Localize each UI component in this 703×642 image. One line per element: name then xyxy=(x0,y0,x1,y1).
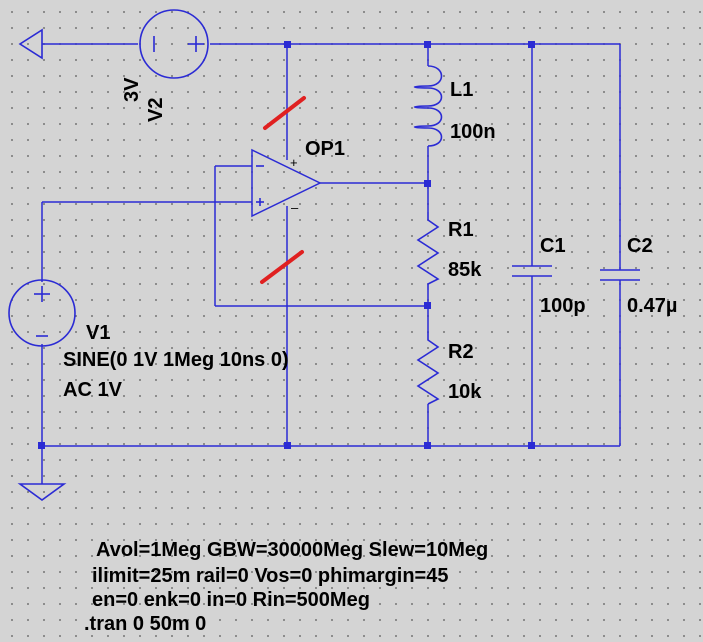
c2-capacitor[interactable] xyxy=(600,269,640,281)
c1-capacitor[interactable] xyxy=(512,265,552,277)
c2-name-label: C2 xyxy=(627,235,653,257)
c1-name-label: C1 xyxy=(540,235,566,257)
op1-opamp[interactable] xyxy=(251,148,322,218)
op1-name-label: OP1 xyxy=(305,138,345,160)
r2-value-label: 10k xyxy=(448,381,482,403)
v1-source[interactable] xyxy=(8,279,76,347)
red-marker xyxy=(263,96,306,130)
c2-value-label: 0.47µ xyxy=(627,295,677,317)
r1-name-label: R1 xyxy=(448,219,474,241)
junction-nodes xyxy=(38,41,535,449)
junction-node xyxy=(424,180,431,187)
r2-name-label: R2 xyxy=(448,341,474,363)
v1-name-label: V1 xyxy=(86,322,110,344)
r1-value-label: 85k xyxy=(448,259,482,281)
junction-node xyxy=(424,41,431,48)
junction-node xyxy=(528,41,535,48)
v1-ac-label: AC 1V xyxy=(63,379,123,401)
junction-node xyxy=(284,442,291,449)
net-flag-arrow[interactable] xyxy=(18,28,43,60)
junction-node xyxy=(528,442,535,449)
red-marker xyxy=(260,250,304,284)
v2-source[interactable] xyxy=(139,9,209,79)
v1-sine-label: SINE(0 1V 1Meg 10ns 0) xyxy=(63,349,289,371)
directive-line-3: en=0 enk=0 in=0 Rin=500Meg xyxy=(92,589,370,611)
c1-value-label: 100p xyxy=(540,295,586,317)
junction-node xyxy=(284,41,291,48)
junction-node xyxy=(424,442,431,449)
v2-value-label: 3V xyxy=(121,77,143,102)
directive-line-2: ilimit=25m rail=0 Vos=0 phimargin=45 xyxy=(92,565,448,587)
v2-name-label: V2 xyxy=(145,98,167,122)
r2-resistor[interactable] xyxy=(416,332,440,405)
wires xyxy=(41,43,621,484)
l1-inductor[interactable] xyxy=(413,65,443,147)
op1-supply-plus-mark: + xyxy=(290,155,298,170)
spice-directives[interactable]: Avol=1Meg GBW=30000Meg Slew=10Meg ilimit… xyxy=(84,539,488,635)
l1-value-label: 100n xyxy=(450,121,496,143)
ground-symbol[interactable] xyxy=(17,483,67,501)
op1-supply-minus-mark: – xyxy=(291,200,299,215)
l1-name-label: L1 xyxy=(450,79,473,101)
directive-line-4: .tran 0 50m 0 xyxy=(84,613,206,635)
r1-resistor[interactable] xyxy=(416,212,440,290)
junction-node xyxy=(38,442,45,449)
junction-node xyxy=(424,302,431,309)
directive-line-1: Avol=1Meg GBW=30000Meg Slew=10Meg xyxy=(96,539,488,561)
